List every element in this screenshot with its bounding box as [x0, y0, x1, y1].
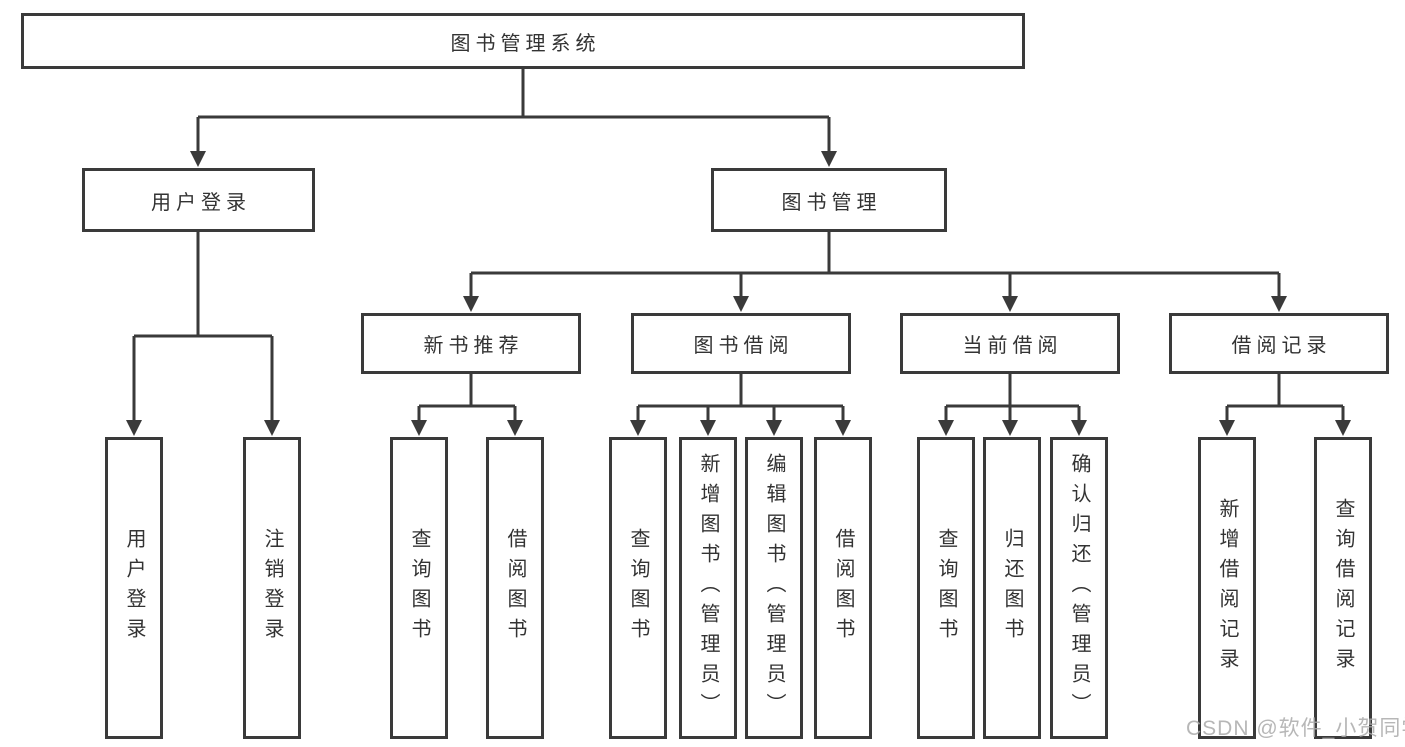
leaf-edit-book-admin: 编辑图书（管理员）	[745, 437, 803, 739]
connector-root-to-level2	[190, 69, 837, 167]
leaf-add-book-admin: 新增图书（管理员）	[679, 437, 737, 739]
leaf-user-login: 用户登录	[105, 437, 163, 739]
watermark: CSDN @软件_小贺同学	[1186, 717, 1405, 740]
connector-current-borrowing-children	[938, 374, 1087, 436]
connector-new-book-recommendation-children	[411, 374, 523, 436]
leaf-query-books-borrowing: 查询图书	[609, 437, 667, 739]
node-user-login: 用户登录	[82, 168, 315, 232]
node-new-book-recommendation: 新书推荐	[361, 313, 581, 374]
connector-book-management-children	[463, 232, 1287, 312]
connector-book-borrowing-children	[630, 374, 851, 436]
node-book-management: 图书管理	[711, 168, 947, 232]
leaf-query-books-current: 查询图书	[917, 437, 975, 739]
leaf-query-books-recommend: 查询图书	[390, 437, 448, 739]
connector-user-login-children	[126, 232, 280, 436]
node-library-management-system: 图书管理系统	[21, 13, 1025, 69]
leaf-logout-login: 注销登录	[243, 437, 301, 739]
node-borrowing-records: 借阅记录	[1169, 313, 1389, 374]
leaf-return-books: 归还图书	[983, 437, 1041, 739]
node-book-borrowing: 图书借阅	[631, 313, 851, 374]
leaf-query-borrow-record: 查询借阅记录	[1314, 437, 1372, 739]
leaf-borrow-books-recommend: 借阅图书	[486, 437, 544, 739]
node-current-borrowing: 当前借阅	[900, 313, 1120, 374]
leaf-borrow-books: 借阅图书	[814, 437, 872, 739]
leaf-add-borrow-record: 新增借阅记录	[1198, 437, 1256, 739]
connector-borrowing-records-children	[1219, 374, 1351, 436]
leaf-confirm-return-admin: 确认归还（管理员）	[1050, 437, 1108, 739]
